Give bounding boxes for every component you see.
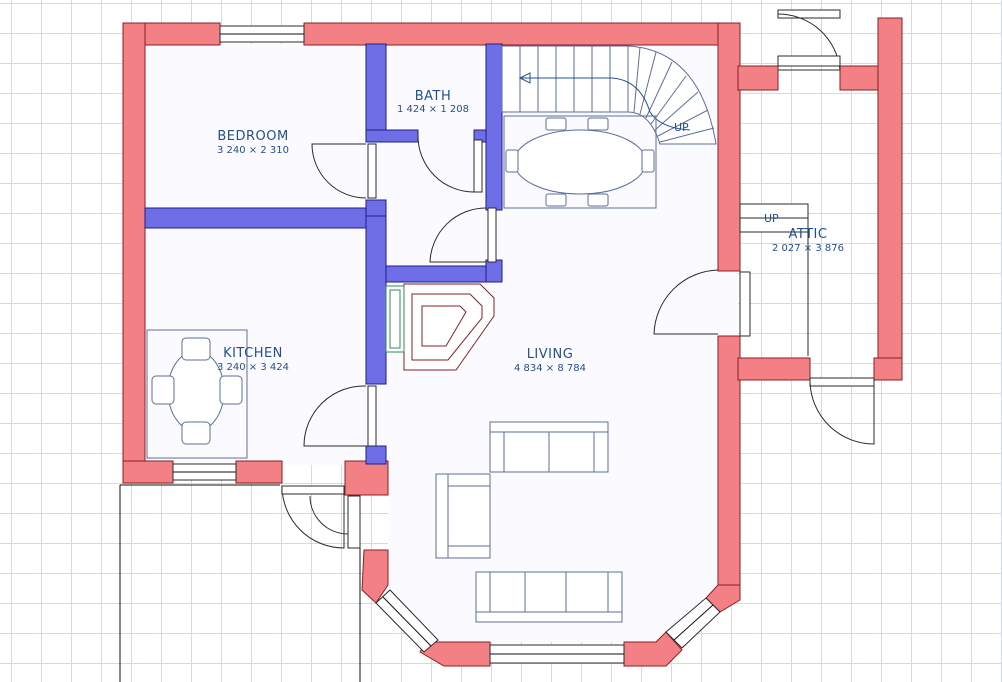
stair-up-label: UP bbox=[674, 121, 689, 134]
exterior-wall-bay-right bbox=[705, 584, 741, 613]
sofa-top bbox=[489, 421, 609, 473]
door-hall bbox=[429, 207, 497, 263]
windows bbox=[172, 25, 721, 664]
room-name-bath: BATH bbox=[415, 89, 452, 104]
kitchen-table bbox=[146, 329, 248, 459]
exterior-wall-top-right bbox=[303, 22, 741, 46]
door-attic bbox=[653, 269, 751, 337]
interior-wall-front-stub bbox=[365, 445, 387, 465]
attic-wall-right bbox=[877, 17, 903, 381]
interior-wall-living-top bbox=[385, 265, 503, 283]
attic-stair: UP bbox=[739, 203, 809, 356]
exterior-wall-left bbox=[122, 22, 146, 484]
exterior-wall-bay-bottom-right bbox=[623, 631, 683, 667]
door-attic-top bbox=[777, 9, 841, 71]
interior-wall-bath-left-upper bbox=[365, 43, 387, 137]
exterior-walls bbox=[122, 17, 903, 667]
door-front bbox=[281, 485, 361, 549]
exterior-wall-bay-left bbox=[361, 549, 389, 604]
fireplace bbox=[385, 283, 495, 371]
attic-wall-top-right bbox=[839, 65, 881, 91]
room-name-bedroom: BEDROOM bbox=[217, 129, 288, 144]
exterior-wall-bottom-left-a bbox=[122, 460, 174, 484]
interior-wall-bedroom-kitchen bbox=[144, 207, 386, 229]
room-name-living: LIVING bbox=[527, 347, 574, 362]
door-kitchen bbox=[303, 385, 377, 447]
dining-table bbox=[503, 115, 657, 209]
exterior-wall-stub bbox=[344, 460, 389, 496]
room-label-bedroom: BEDROOM 3 240 × 2 310 bbox=[217, 129, 289, 156]
interior-wall-bath-left-lower bbox=[365, 199, 387, 217]
room-size-bath: 1 424 × 1 208 bbox=[397, 104, 469, 115]
door-bath bbox=[417, 135, 483, 193]
room-size-attic: 2 027 × 3 876 bbox=[772, 243, 844, 254]
room-label-kitchen: KITCHEN 3 240 × 3 424 bbox=[217, 346, 289, 373]
room-size-living: 4 834 × 8 784 bbox=[514, 363, 586, 374]
site-lines bbox=[119, 484, 361, 682]
sofa-bottom bbox=[475, 571, 623, 623]
exterior-wall-bottom-left-b bbox=[235, 460, 283, 484]
door-bedroom bbox=[311, 143, 377, 199]
interior-walls bbox=[144, 43, 503, 465]
armchair bbox=[435, 473, 491, 559]
room-size-kitchen: 3 240 × 3 424 bbox=[217, 362, 289, 373]
door-attic-bottom bbox=[809, 377, 875, 445]
room-name-kitchen: KITCHEN bbox=[223, 346, 283, 361]
attic-wall-bottom-right bbox=[873, 357, 903, 381]
room-size-bedroom: 3 240 × 2 310 bbox=[217, 145, 289, 156]
interior-wall-bath-bottom-a bbox=[365, 129, 419, 143]
doors bbox=[281, 9, 875, 549]
interior-wall-hall bbox=[365, 215, 387, 385]
interior-wall-living-stub bbox=[485, 259, 503, 283]
exterior-wall-right-mid bbox=[717, 335, 741, 587]
attic-wall-bottom bbox=[737, 357, 811, 381]
interior-wall-stair bbox=[485, 43, 503, 211]
room-label-attic: ATTIC 2 027 × 3 876 bbox=[772, 227, 844, 254]
attic-wall-top bbox=[737, 65, 779, 91]
main-staircase: UP bbox=[501, 45, 717, 145]
attic-stair-up-label: UP bbox=[764, 212, 779, 225]
room-label-living: LIVING 4 834 × 8 784 bbox=[514, 347, 586, 374]
exterior-wall-right-upper bbox=[717, 22, 741, 272]
room-label-bath: BATH 1 424 × 1 208 bbox=[397, 89, 469, 115]
room-name-attic: ATTIC bbox=[789, 227, 828, 242]
